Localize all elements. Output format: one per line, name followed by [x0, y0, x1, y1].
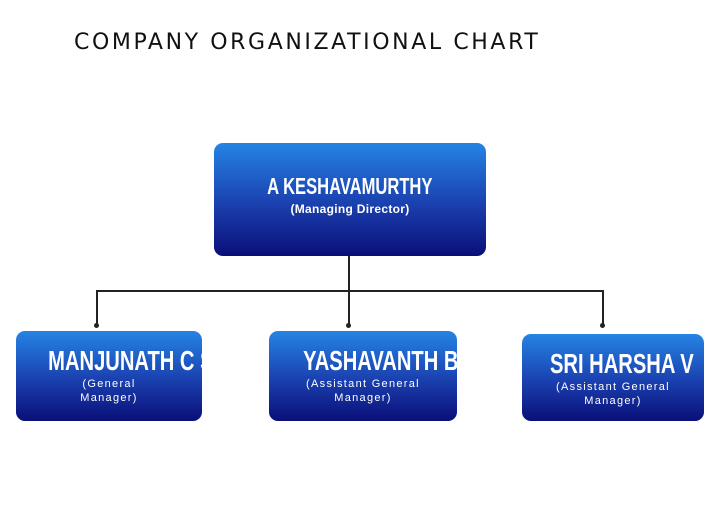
node-name: SRI HARSHA V	[549, 348, 694, 379]
node-role: Manager)	[334, 392, 392, 404]
connector-horizontal	[96, 290, 603, 292]
node-name: A KESHAVAMURTHY	[267, 173, 433, 199]
connector-dot	[346, 323, 351, 328]
node-assistant-general-manager: SRI HARSHA V (Assistant General Manager)	[522, 334, 704, 421]
node-name: MANJUNATH C S	[48, 345, 214, 376]
node-general-manager: MANJUNATH C S (General Manager)	[16, 331, 214, 421]
node-role: (Assistant General	[556, 381, 670, 393]
connector-dot	[600, 323, 605, 328]
node-role: (Managing Director)	[290, 202, 410, 216]
node-role: (Assistant General	[306, 378, 420, 390]
node-role: (General	[82, 378, 136, 390]
node-role: Manager)	[584, 395, 642, 407]
connector-dot	[94, 323, 99, 328]
node-managing-director: A KESHAVAMURTHY (Managing Director)	[214, 143, 486, 256]
connector-right	[602, 290, 604, 325]
node-assistant-general-manager: YASHAVANTH B H (Assistant General Manage…	[269, 331, 479, 421]
node-name: YASHAVANTH B H	[303, 345, 479, 376]
chart-title: COMPANY ORGANIZATIONAL CHART	[74, 30, 541, 55]
node-role: Manager)	[80, 392, 138, 404]
connector-left	[96, 290, 98, 325]
